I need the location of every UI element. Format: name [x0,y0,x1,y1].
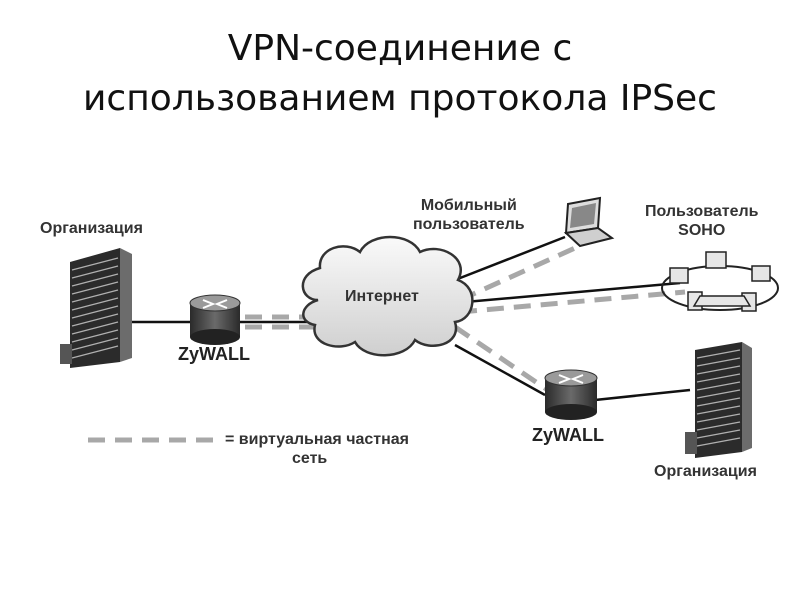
org-right-label: Организация [654,463,757,480]
vpn-tunnels [245,245,686,398]
organization-building-left [60,248,132,368]
zywall-router-left-icon [189,294,241,345]
soho-user-label-line-1: Пользователь [645,203,759,220]
mobile-user-label: Мобильный пользователь [413,196,525,234]
soho-user-label-line-2: SOHO [678,222,726,239]
slide-title-line-1: VPN-соединение с [227,28,573,69]
legend-text-line-1: = виртуальная частная [225,431,410,448]
soho-network-icon [661,251,779,312]
slide-title-line-2: использованием протокола IPSec [83,78,717,119]
internet-cloud-icon [301,235,474,357]
organization-building-right [685,342,752,458]
zywall-right-label: ZyWALL [532,425,604,445]
laptop-icon [563,196,615,248]
soho-user-label: Пользователь SOHO [645,202,758,240]
org-left-label: Организация [40,220,143,237]
legend-text: = виртуальная частная сеть [225,430,409,468]
zywall-router-right-icon [544,369,598,420]
mobile-user-label-line-2: пользователь [413,216,525,233]
legend-text-line-2: сеть [292,450,328,467]
internet-label: Интернет [345,288,419,305]
mobile-user-label-line-1: Мобильный [420,197,517,214]
zywall-left-label: ZyWALL [178,344,250,364]
